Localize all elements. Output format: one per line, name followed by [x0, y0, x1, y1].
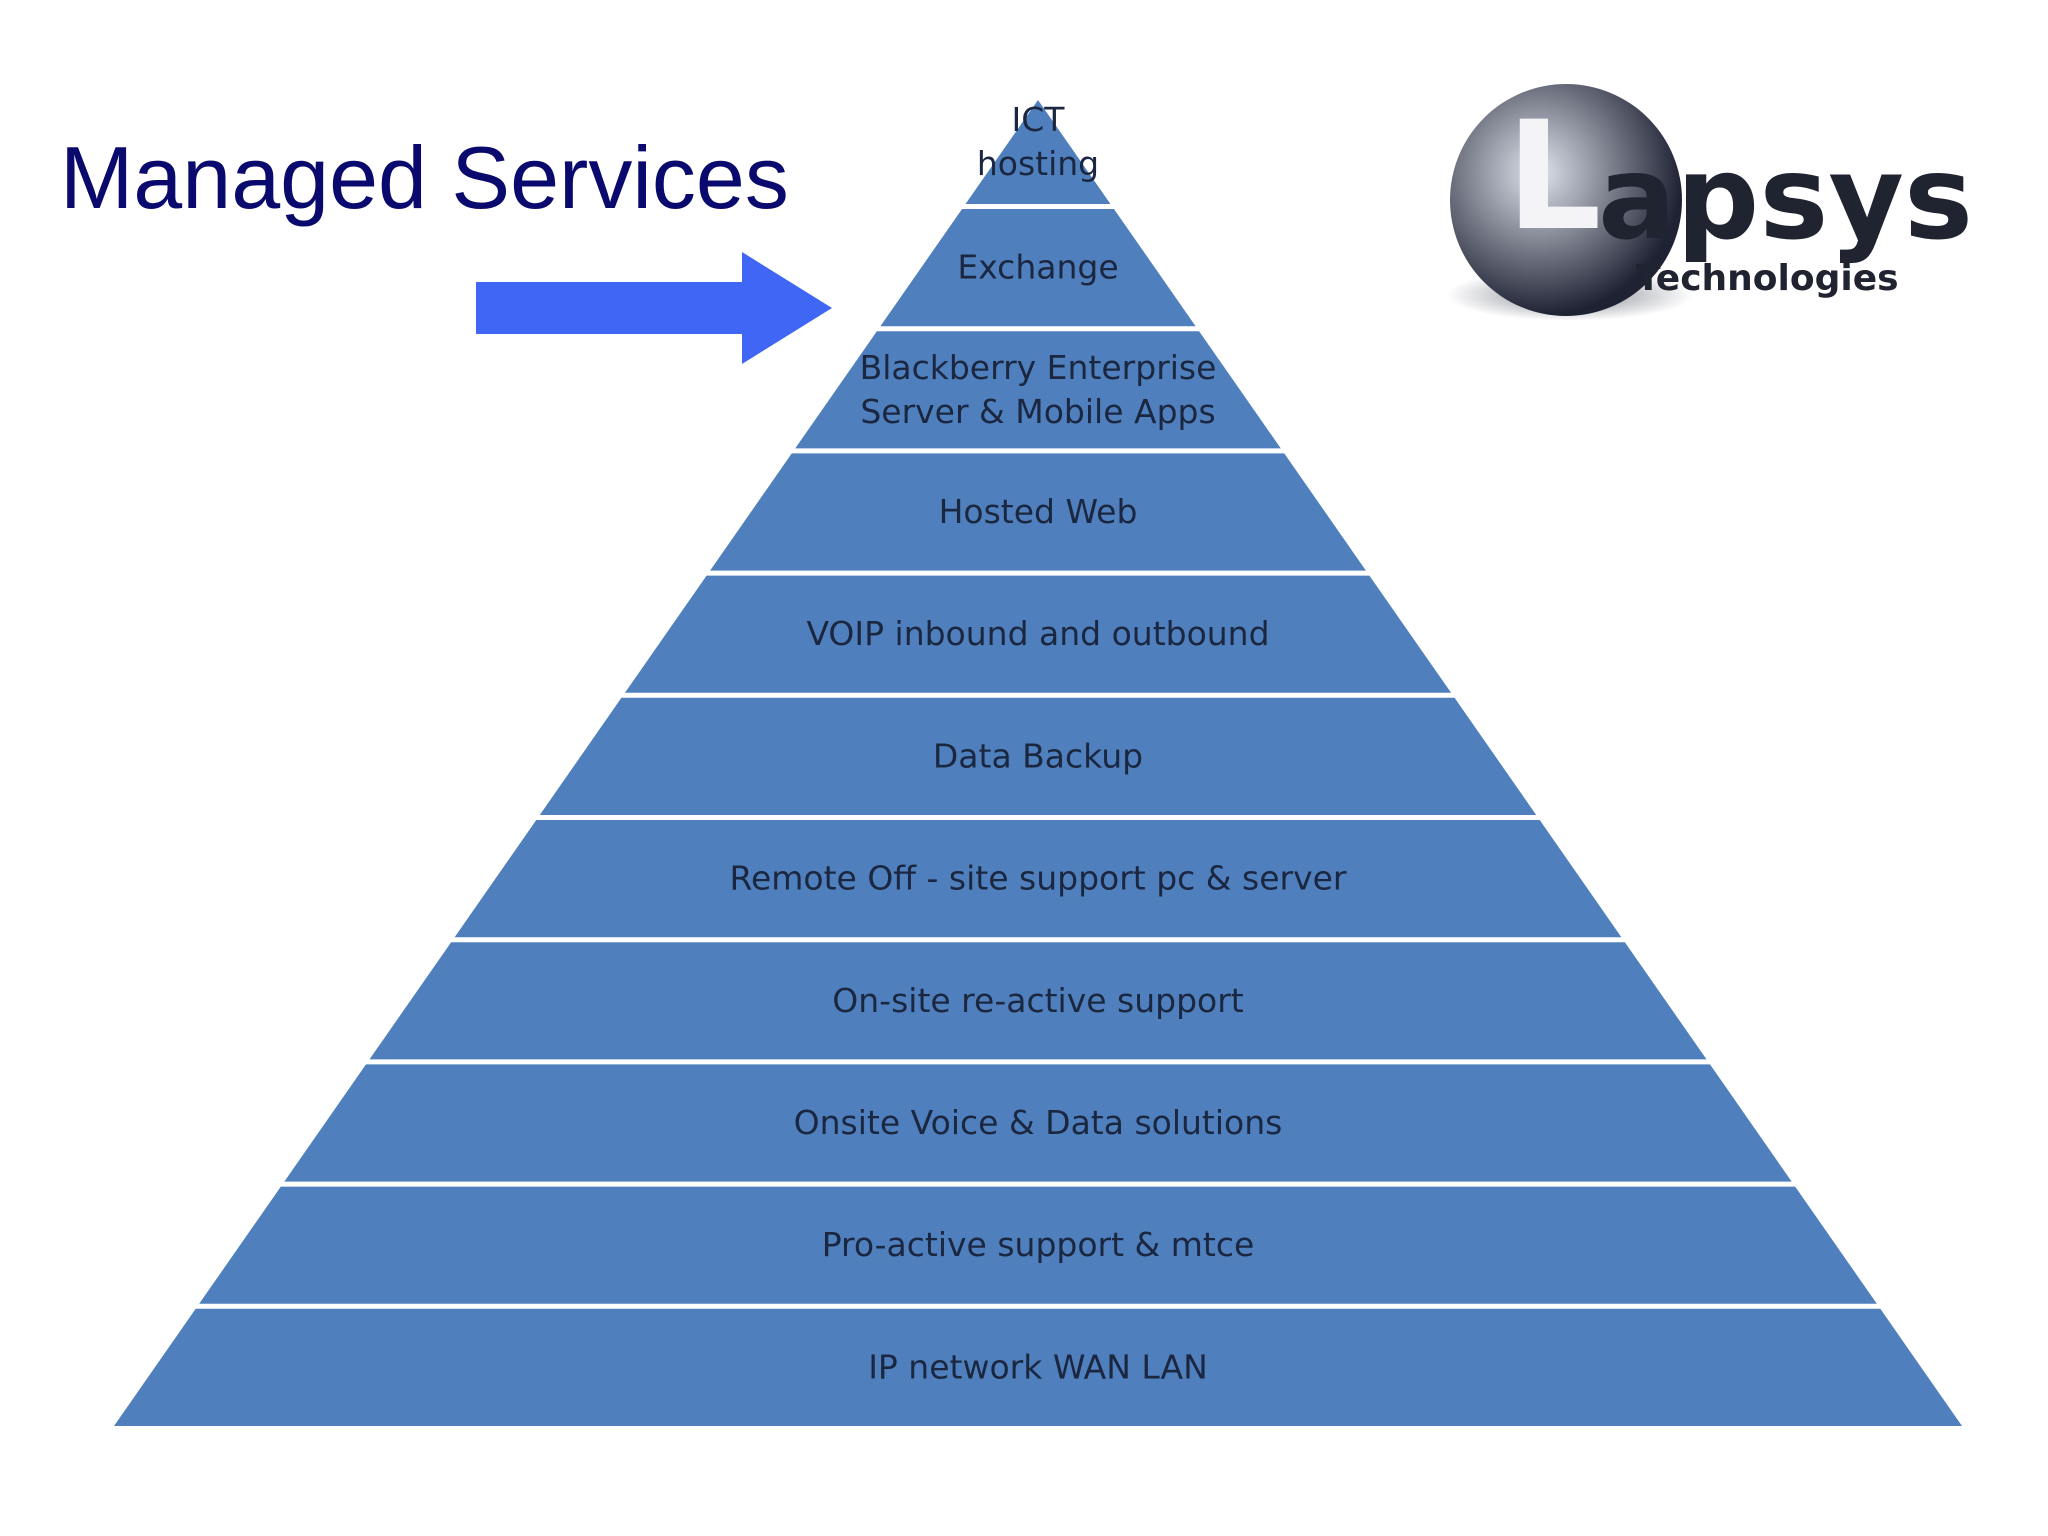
pyramid-tier-label: Exchange	[957, 248, 1118, 287]
pyramid-tier-label: Remote Off - site support pc & server	[730, 859, 1347, 898]
pyramid-tier-shape	[624, 575, 1452, 693]
pyramid-tier-shape	[539, 697, 1537, 815]
sphere-icon	[1450, 84, 1682, 316]
company-logo: L apsys Technologies	[1446, 84, 1973, 321]
pyramid-tier: ICT hosting	[965, 100, 1111, 204]
pyramid-tier: Onsite Voice & Data solutions	[284, 1064, 1792, 1182]
pyramid-tier-label: Pro-active support & mtce	[822, 1225, 1255, 1264]
pyramid-tier: Pro-active support & mtce	[199, 1186, 1877, 1304]
pyramid-tier-shape	[710, 453, 1366, 571]
pyramid-tier-shape	[199, 1186, 1877, 1304]
logo-subtitle: Technologies	[1636, 258, 1899, 299]
pyramid-tier-label: ICT	[1012, 100, 1066, 139]
pyramid-tier-shape	[454, 820, 1622, 938]
pyramid-tier: On-site re-active support	[369, 942, 1707, 1060]
pyramid-tier-shape	[965, 100, 1111, 204]
pyramid-tier-label: hosting	[977, 144, 1099, 183]
pyramid-tier-label: Hosted Web	[939, 492, 1138, 531]
pyramid-tier: VOIP inbound and outbound	[624, 575, 1452, 693]
pyramid-tier-shape	[880, 209, 1196, 327]
pyramid-tier: Hosted Web	[710, 453, 1366, 571]
pyramid-tier-label: IP network WAN LAN	[868, 1347, 1208, 1386]
logo-name: apsys	[1598, 131, 1973, 266]
pyramid-tier-label: On-site re-active support	[832, 981, 1243, 1020]
pyramid-tier-shape	[369, 942, 1707, 1060]
pyramid-tier-label: Onsite Voice & Data solutions	[794, 1103, 1283, 1142]
pyramid-tier: IP network WAN LAN	[114, 1308, 1962, 1426]
arrow-right-icon	[476, 252, 832, 364]
pyramid-tier: Remote Off - site support pc & server	[454, 820, 1622, 938]
pyramid-tier-label: Server & Mobile Apps	[860, 392, 1215, 431]
pyramid-tier-shape	[284, 1064, 1792, 1182]
slide-title: Managed Services	[60, 128, 789, 227]
pyramid-tier-label: Data Backup	[933, 736, 1143, 775]
pyramid-tier-shape	[114, 1308, 1962, 1426]
pyramid-tier: Exchange	[880, 209, 1196, 327]
pyramid-tier-label: VOIP inbound and outbound	[806, 614, 1269, 653]
pyramid-tier-shape	[795, 331, 1281, 449]
logo-initial: L	[1506, 90, 1602, 264]
pyramid-tier: Data Backup	[539, 697, 1537, 815]
pyramid-tier-label: Blackberry Enterprise	[860, 348, 1217, 387]
